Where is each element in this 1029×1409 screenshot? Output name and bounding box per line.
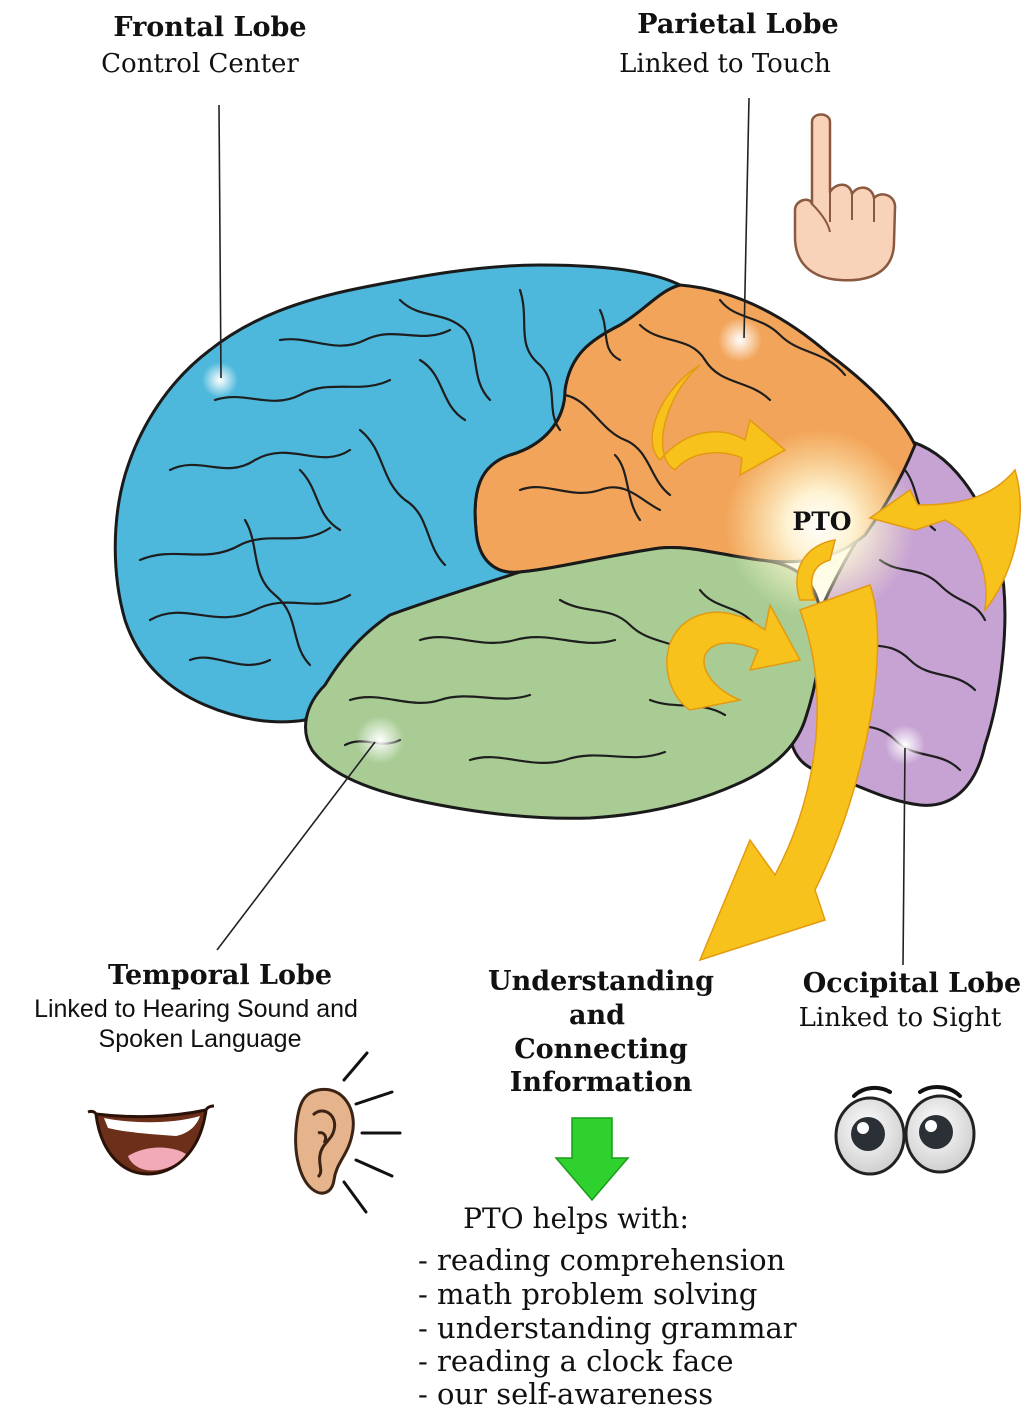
eyes-icon (836, 1087, 974, 1174)
understanding-line1: Understanding (488, 966, 714, 997)
temporal-subtitle-line1: Linked to Hearing Sound and (34, 995, 358, 1023)
mouth-icon (88, 1106, 214, 1174)
frontal-glow (202, 362, 238, 398)
helps-list: - reading comprehension - math problem s… (418, 1243, 797, 1409)
pointing-finger-icon (795, 115, 895, 281)
frontal-subtitle: Control Center (101, 49, 299, 79)
helps-item: - reading comprehension (418, 1243, 785, 1277)
parietal-glow (718, 318, 762, 362)
helps-item: - our self-awareness (418, 1377, 713, 1409)
pto-label: PTO (792, 507, 851, 536)
helps-item: - math problem solving (418, 1277, 757, 1311)
understanding-line4: Information (510, 1067, 693, 1098)
occipital-title: Occipital Lobe (803, 968, 1021, 999)
frontal-title: Frontal Lobe (113, 12, 306, 43)
parietal-subtitle: Linked to Touch (619, 49, 831, 79)
helps-item: - understanding grammar (418, 1311, 797, 1345)
frontal-leader (219, 105, 221, 378)
ear-icon (296, 1089, 354, 1193)
temporal-title: Temporal Lobe (108, 960, 332, 991)
helps-item: - reading a clock face (418, 1344, 734, 1378)
helps-heading: PTO helps with: (463, 1202, 689, 1235)
parietal-title: Parietal Lobe (637, 9, 838, 40)
temporal-leader (217, 742, 375, 950)
understanding-line2: and (569, 1000, 625, 1031)
temporal-subtitle-line2: Spoken Language (99, 1025, 302, 1053)
occipital-subtitle: Linked to Sight (799, 1003, 1002, 1033)
understanding-line3: Connecting (514, 1034, 688, 1065)
green-down-arrow (556, 1118, 628, 1200)
brain (115, 265, 1005, 818)
